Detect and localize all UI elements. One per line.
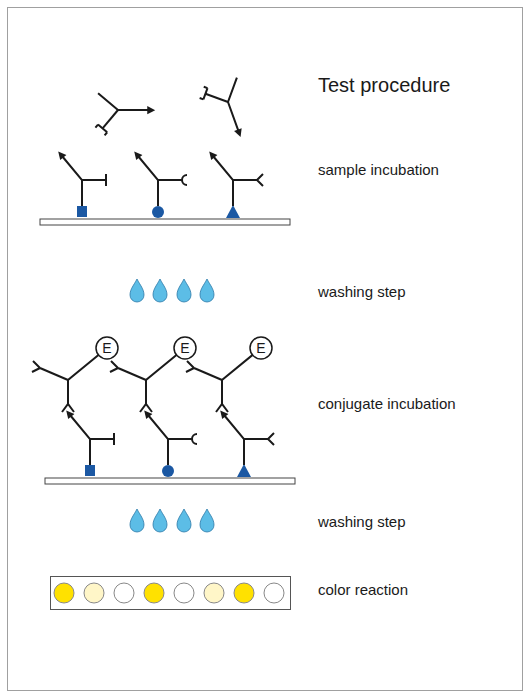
well-strip	[51, 577, 291, 610]
water-drop	[177, 279, 191, 302]
enzyme-circle: E	[173, 336, 197, 360]
enzyme-label: E	[95, 336, 119, 360]
antigen-symbol	[85, 465, 95, 476]
conjugate-antibody	[32, 348, 107, 412]
antigen-symbol	[226, 205, 240, 218]
antibody-symbol	[220, 410, 274, 465]
step-label: color reaction	[318, 581, 408, 599]
water-drop	[177, 509, 191, 532]
antibody-symbol	[66, 410, 114, 465]
well-circle	[234, 583, 254, 603]
step-label: washing step	[318, 283, 406, 301]
enzyme-label: E	[249, 336, 273, 360]
antigen-symbol	[237, 464, 251, 477]
plate-surface	[45, 478, 295, 484]
well-circle	[114, 583, 134, 603]
water-drop	[130, 509, 144, 532]
well-circle	[264, 583, 284, 603]
antibody-symbol	[134, 151, 187, 206]
water-drop	[200, 509, 214, 532]
antibody-symbol	[192, 68, 259, 137]
antigen-symbol	[152, 206, 164, 218]
antibody-symbol	[58, 151, 106, 206]
step-label: conjugate incubation	[318, 395, 456, 413]
well-circle	[84, 583, 104, 603]
antibody-symbol	[144, 410, 197, 465]
enzyme-circle: E	[249, 336, 273, 360]
antibody-symbol	[209, 151, 263, 206]
water-drop	[130, 279, 144, 302]
step-label: sample incubation	[318, 161, 439, 179]
well-circle	[144, 583, 164, 603]
conjugate-antibody	[186, 348, 261, 412]
step-label: washing step	[318, 513, 406, 531]
antigen-symbol	[77, 206, 87, 217]
well-circle	[54, 583, 74, 603]
water-drop	[153, 509, 167, 532]
enzyme-label: E	[173, 336, 197, 360]
conjugate-antibody	[110, 348, 185, 412]
water-drop	[200, 279, 214, 302]
enzyme-circle: E	[95, 336, 119, 360]
page-frame	[8, 8, 523, 691]
antibody-symbol	[80, 75, 155, 150]
well-circle	[204, 583, 224, 603]
diagram-title: Test procedure	[318, 73, 450, 97]
antigen-symbol	[162, 465, 174, 477]
well-circle	[174, 583, 194, 603]
plate-surface	[40, 219, 290, 225]
water-drop	[153, 279, 167, 302]
